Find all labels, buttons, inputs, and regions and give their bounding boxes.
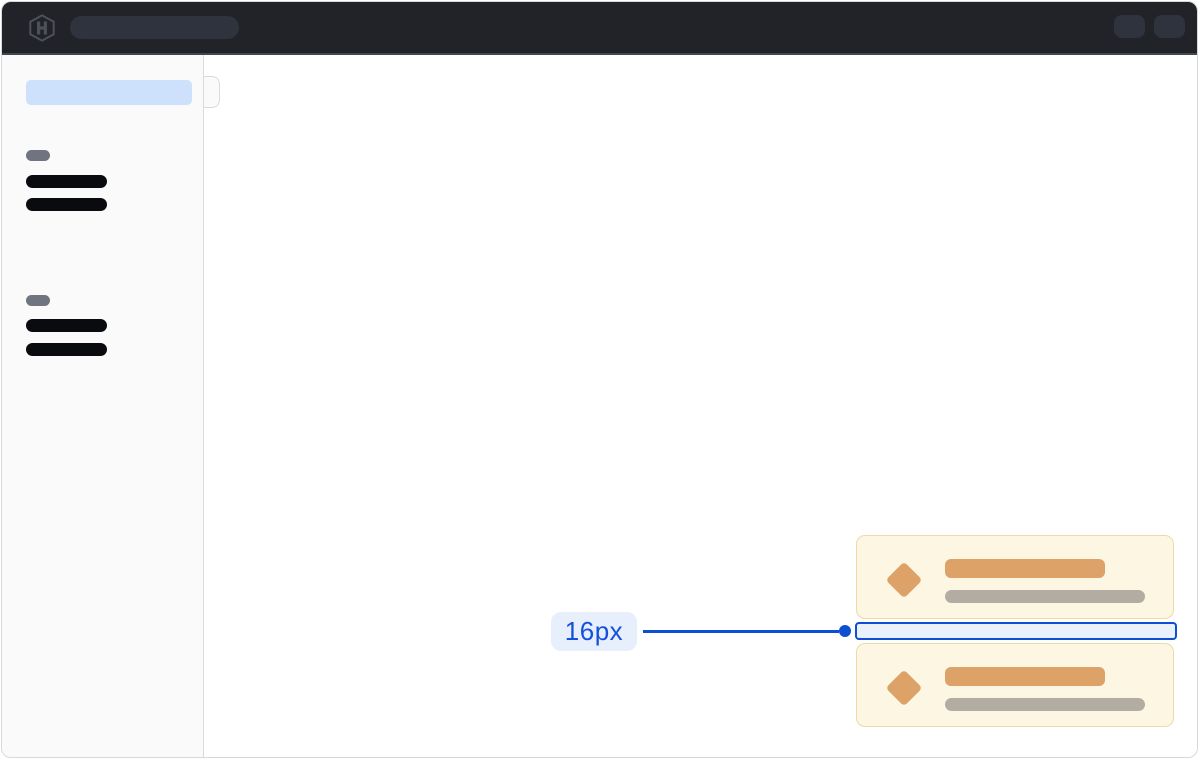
navbar-action-skeleton-2[interactable]	[1154, 15, 1185, 38]
hashicorp-logo-icon[interactable]	[28, 14, 56, 42]
sidebar-item-skeleton-1[interactable]	[26, 175, 107, 188]
annotation-leader-dot	[839, 625, 851, 637]
diamond-icon	[885, 561, 923, 599]
sidebar-item-skeleton-2[interactable]	[26, 198, 107, 211]
toast-card-2	[856, 643, 1174, 727]
diamond-icon	[885, 669, 923, 707]
main-content	[205, 55, 1197, 757]
sidebar-section-label-skeleton-2	[26, 295, 50, 306]
sidebar-item-skeleton-3[interactable]	[26, 319, 107, 332]
sidebar-section-label-skeleton-1	[26, 150, 50, 161]
sidebar-toggle-handle[interactable]	[204, 76, 220, 108]
spacing-annotation-label: 16px	[551, 612, 637, 651]
sidebar	[2, 55, 204, 757]
toast-description-skeleton	[945, 698, 1145, 711]
toast-title-skeleton	[945, 559, 1105, 578]
search-input-skeleton[interactable]	[70, 16, 239, 39]
sidebar-active-item-skeleton[interactable]	[26, 80, 192, 105]
sidebar-item-skeleton-4[interactable]	[26, 343, 107, 356]
toast-card-1	[856, 535, 1174, 619]
spacing-highlight-box	[855, 622, 1177, 640]
annotation-leader-line	[643, 630, 839, 633]
navbar-action-skeleton-1[interactable]	[1114, 15, 1145, 38]
toast-description-skeleton	[945, 590, 1145, 603]
toast-title-skeleton	[945, 667, 1105, 686]
top-navbar	[2, 2, 1197, 55]
